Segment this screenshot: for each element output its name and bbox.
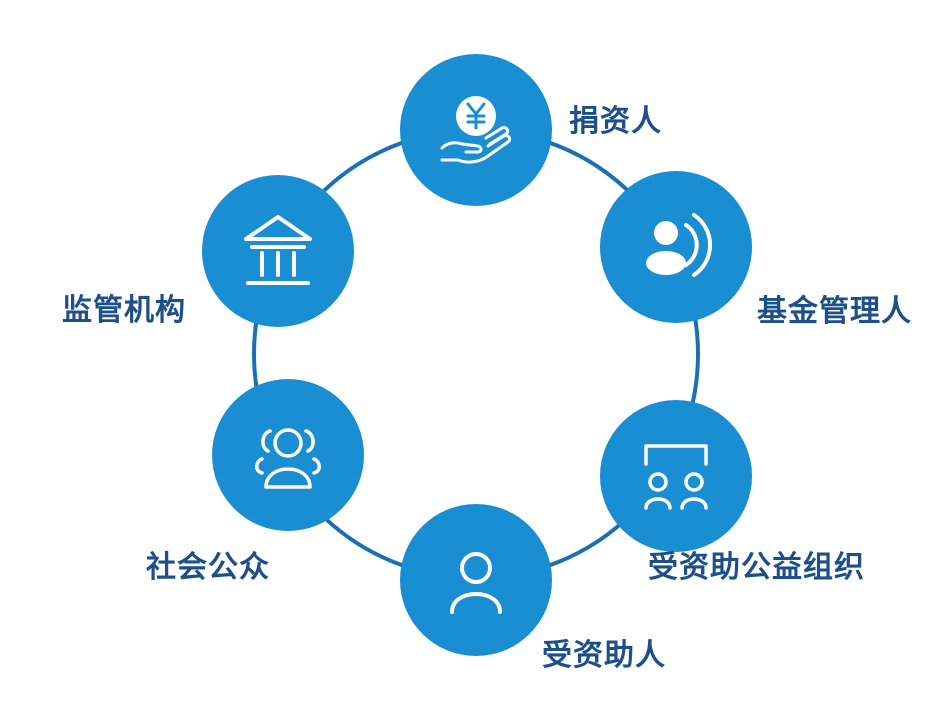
label-fund-manager: 基金管理人 [757,294,912,329]
label-beneficiary-org: 受资助公益组织 [648,550,865,585]
label-public: 社会公众 [146,550,270,585]
group-board-icon [644,444,708,510]
node-beneficiary-person [400,504,552,656]
crowd-icon [255,428,321,489]
node-beneficiary-org [600,400,752,552]
label-donor: 捐资人 [569,104,662,139]
node-fund-manager [600,171,752,323]
label-regulator: 监管机构 [62,293,186,328]
person-icon [450,552,502,614]
government-building-icon [244,215,312,285]
yuan-coin-hand-icon [440,96,512,164]
node-regulator [202,175,354,327]
node-public [212,379,364,531]
label-beneficiary-person: 受资助人 [542,638,666,673]
person-speaking-icon [646,213,713,277]
node-donor [400,54,552,206]
